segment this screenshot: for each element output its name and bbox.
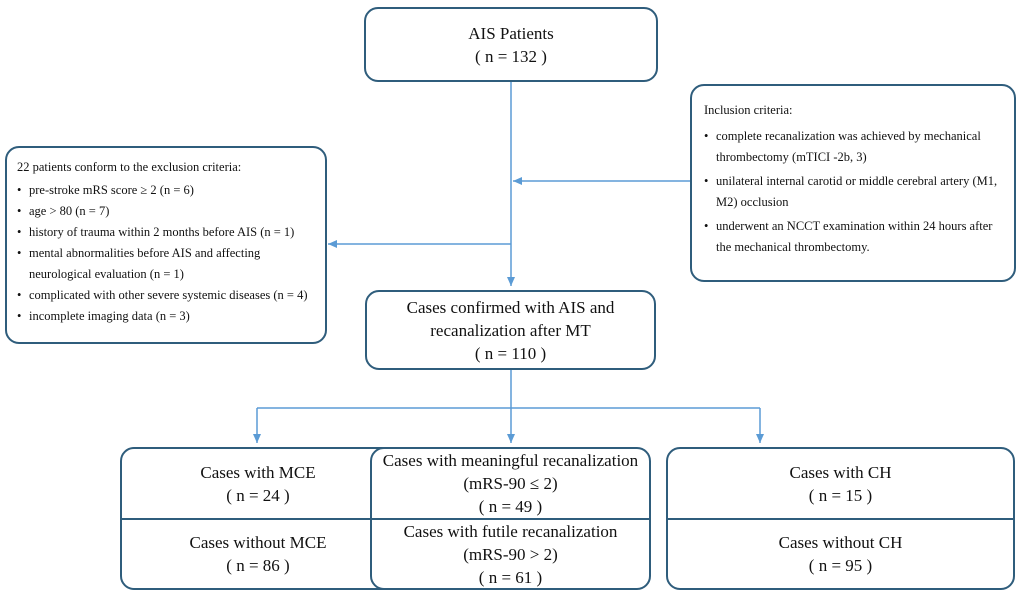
ch-without-label: Cases without CH <box>778 533 903 552</box>
inclusion-item-line: underwent an NCCT examination within 24 … <box>716 219 993 233</box>
meaningful-cell: Cases with meaningful recanalization (mR… <box>372 449 649 518</box>
ch-divider <box>668 518 1013 520</box>
middle-box-line1: Cases confirmed with AIS and <box>406 297 615 317</box>
recan-divider <box>372 518 649 520</box>
inclusion-item-line: M2) occlusion <box>716 195 789 209</box>
top-box-count: ( n = 132 ) <box>475 46 547 66</box>
futile-label: Cases with futile recanalization <box>403 521 618 541</box>
mce-with-label: Cases with MCE <box>200 462 316 482</box>
exclusion-heading: 22 patients conform to the exclusion cri… <box>17 160 242 174</box>
inclusion-item: unilateral internal carotid or middle ce… <box>704 171 1004 213</box>
ch-without-count: ( n = 95 ) <box>808 556 873 575</box>
inclusion-item: complete recanalization was achieved by … <box>704 126 1004 168</box>
mce-divider <box>122 518 394 520</box>
inclusion-item-line: unilateral internal carotid or middle ce… <box>716 174 998 188</box>
middle-box-count: ( n = 110 ) <box>474 343 547 363</box>
recanalization-box: Cases with meaningful recanalization (mR… <box>370 447 651 590</box>
exclusion-item: pre-stroke mRS score ≥ 2 (n = 6) <box>17 180 315 201</box>
exclusion-item-line: neurological evaluation (n = 1) <box>29 267 184 281</box>
meaningful-criterion: (mRS-90 ≤ 2) <box>463 474 558 493</box>
ch-without-cell: Cases without CH ( n = 95 ) <box>668 520 1013 588</box>
exclusion-box: 22 patients conform to the exclusion cri… <box>5 146 327 344</box>
exclusion-item: incomplete imaging data (n = 3) <box>17 306 315 327</box>
top-box: AIS Patients ( n = 132 ) <box>364 7 658 82</box>
exclusion-item: history of trauma within 2 months before… <box>17 222 315 243</box>
futile-criterion: (mRS-90 > 2) <box>463 544 558 564</box>
exclusion-item: mental abnormalities before AIS and affe… <box>17 243 315 285</box>
ch-with-label: Cases with CH <box>789 462 892 482</box>
ch-box: Cases with CH ( n = 15 ) Cases without C… <box>666 447 1015 590</box>
mce-with-count: ( n = 24 ) <box>226 485 290 505</box>
ch-with-count: ( n = 15 ) <box>808 485 873 505</box>
middle-box-line2: recanalization after MT <box>430 320 591 340</box>
inclusion-heading: Inclusion criteria: <box>704 103 793 117</box>
inclusion-item-line: complete recanalization was achieved by … <box>716 129 981 143</box>
mce-without-label: Cases without MCE <box>189 533 327 552</box>
exclusion-item: age > 80 (n = 7) <box>17 201 315 222</box>
inclusion-box: Inclusion criteria: complete recanalizat… <box>690 84 1016 282</box>
mce-without-count: ( n = 86 ) <box>226 556 290 575</box>
exclusion-item-line: mental abnormalities before AIS and affe… <box>29 246 261 260</box>
exclusion-item: complicated with other severe systemic d… <box>17 285 315 306</box>
inclusion-item: underwent an NCCT examination within 24 … <box>704 216 1004 258</box>
futile-count: ( n = 61 ) <box>478 567 543 587</box>
mce-with-cell: Cases with MCE ( n = 24 ) <box>122 449 394 518</box>
inclusion-item-line: thrombectomy (mTICI -2b, 3) <box>716 150 867 164</box>
meaningful-count: ( n = 49 ) <box>478 497 543 516</box>
meaningful-label: Cases with meaningful recanalization <box>382 451 639 470</box>
mce-box: Cases with MCE ( n = 24 ) Cases without … <box>120 447 396 590</box>
inclusion-item-line: the mechanical thrombectomy. <box>716 240 870 254</box>
mce-without-cell: Cases without MCE ( n = 86 ) <box>122 520 394 588</box>
top-box-title: AIS Patients <box>468 23 554 43</box>
futile-cell: Cases with futile recanalization (mRS-90… <box>372 520 649 588</box>
middle-box: Cases confirmed with AIS and recanalizat… <box>365 290 656 370</box>
ch-with-cell: Cases with CH ( n = 15 ) <box>668 449 1013 518</box>
